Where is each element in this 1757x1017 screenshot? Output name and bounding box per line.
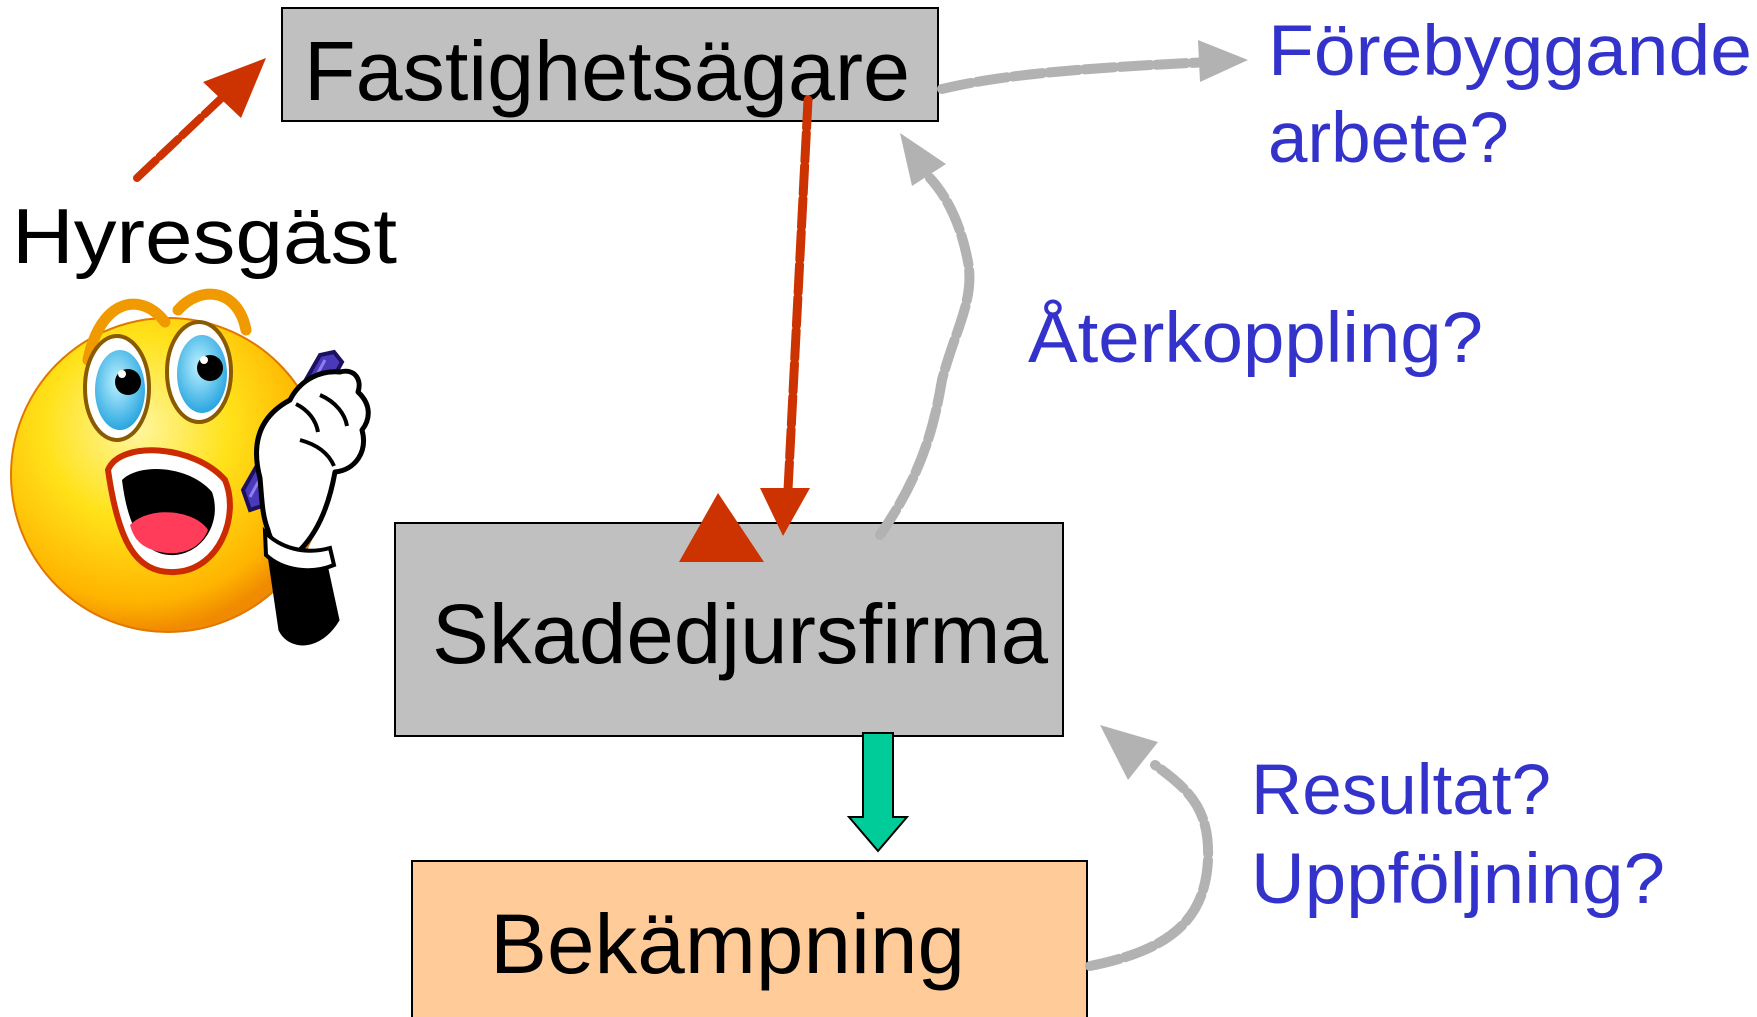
result-arrow: [1085, 725, 1214, 971]
arrowhead-triangle-icon: [679, 493, 764, 562]
company-to-treatment-arrow: [846, 732, 910, 853]
feedback-arrow: [875, 133, 975, 540]
result-note-line1: Resultat?: [1251, 751, 1551, 830]
treatment-node: Bekämpning: [411, 860, 1088, 1017]
owner-to-preventive-arrow: [937, 40, 1248, 94]
tenant-to-owner-arrow: [133, 58, 266, 182]
preventive-note-line1: Förebyggande: [1268, 12, 1752, 91]
property-owner-label: Fastighetsägare: [304, 24, 910, 118]
feedback-note: Återkoppling?: [1028, 299, 1483, 378]
preventive-note: Förebyggande arbete?: [1268, 12, 1752, 178]
worried-face-phone-icon: [10, 288, 371, 646]
tenant-label: Hyresgäst: [12, 192, 397, 280]
followup-note-line2: Uppföljning?: [1251, 840, 1665, 919]
property-owner-node: Fastighetsägare: [281, 7, 939, 122]
result-note: Resultat? Uppföljning?: [1251, 751, 1665, 919]
owner-to-company-arrow: [679, 95, 813, 562]
treatment-label: Bekämpning: [490, 897, 965, 991]
pest-company-label: Skadedjursfirma: [432, 587, 1048, 681]
preventive-note-line2: arbete?: [1268, 99, 1509, 178]
